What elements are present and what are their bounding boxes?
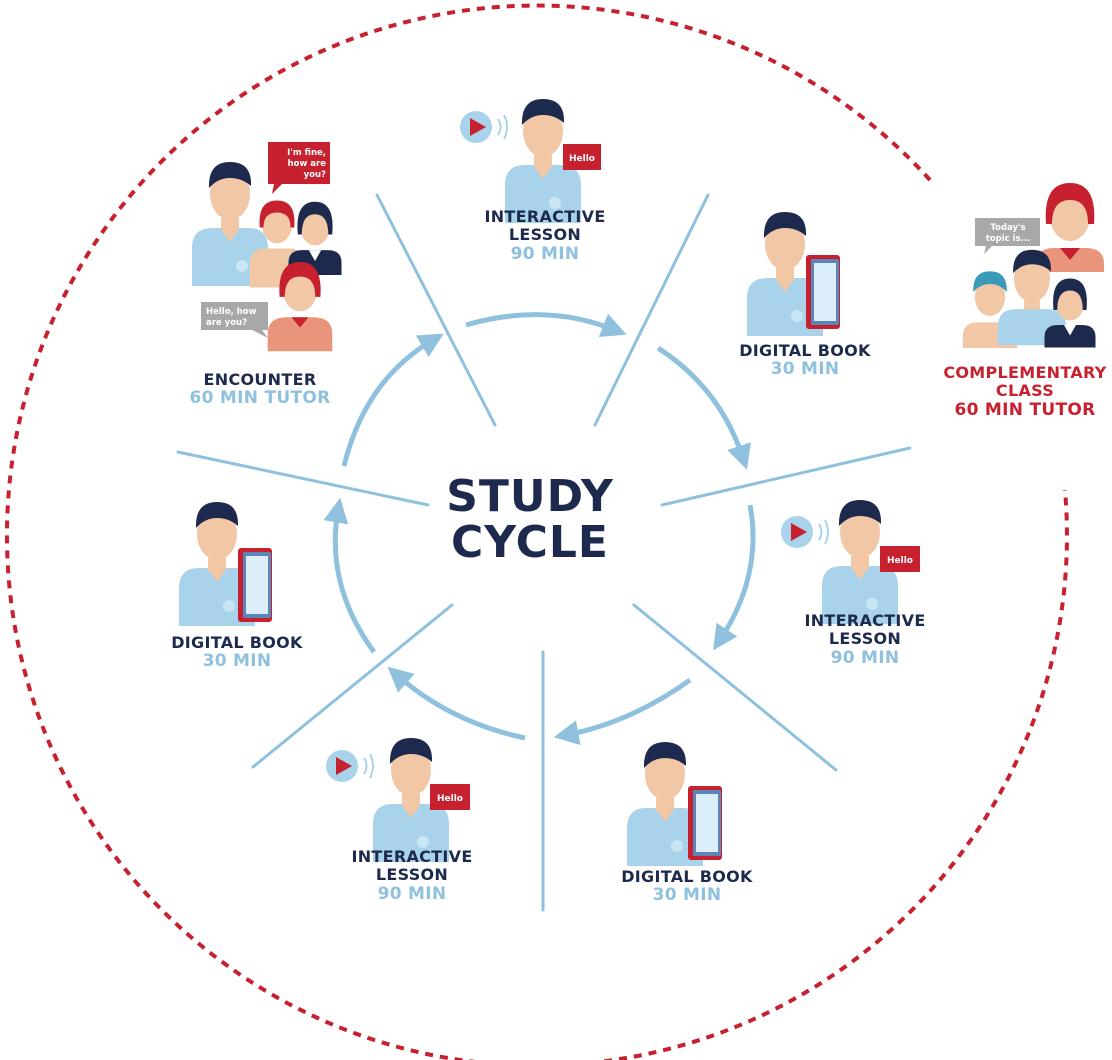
label-title: ENCOUNTER [203,370,317,389]
center-title: STUDY CYCLE [430,471,630,569]
bubble-text: Hello, how [206,307,257,317]
play-icon [780,515,829,549]
label-title: DIGITAL BOOK [739,341,871,360]
woman-figure [267,262,333,352]
play-icon [459,110,508,144]
digital-book-top-right-label: DIGITAL BOOK 30 MIN [720,341,890,380]
digital-book-left-illustration [179,502,272,626]
bubble-text: Hello [437,794,463,804]
label-title: LESSON [508,225,582,245]
speech-bubble [201,302,268,338]
bubble-text: are you? [206,318,247,328]
label-title: INTERACTIVE [484,207,606,226]
student-figure [1044,278,1096,348]
play-icon [325,749,374,783]
tablet-icon [806,255,840,329]
digital-book-bottom-illustration [627,742,722,866]
interactive-lesson-right-illustration: Hello [780,500,920,624]
woman-figure [288,201,342,276]
digital-book-left-label: DIGITAL BOOK 30 MIN [152,633,322,672]
student-figure [997,249,1067,346]
label-duration: 30 MIN [770,359,840,380]
speech-bubble [975,218,1040,254]
teacher-figure [1036,183,1104,272]
bubble-text: you? [304,170,326,180]
digital-book-bottom-label: DIGITAL BOOK 30 MIN [602,867,772,906]
separator-spokes [176,193,912,912]
label-duration: 60 MIN TUTOR [954,399,1096,420]
label-duration: 90 MIN [830,647,900,668]
label-title: DIGITAL BOOK [621,867,753,886]
label-title: COMPLEMENTARY [943,363,1107,382]
label-duration: 30 MIN [202,651,272,672]
interactive-lesson-bottom-left-label: INTERACTIVE LESSON 90 MIN [327,847,497,904]
center-title-line2: CYCLE [451,517,609,569]
digital-book-top-right-illustration [747,212,840,336]
label-title: LESSON [375,865,449,885]
label-title: INTERACTIVE [351,847,473,866]
tablet-icon [688,786,722,860]
speech-bubble [880,546,920,572]
complementary-class-illustration: Today's topic is... [962,183,1104,348]
encounter-illustration: I'm fine, how are you? Hello, how are yo… [192,142,342,352]
bubble-text: I'm fine, [287,148,326,158]
bubble-text: Hello [569,154,595,164]
bubble-text: topic is... [986,234,1031,244]
speech-bubble [563,144,601,170]
interactive-lesson-bottom-left-illustration: Hello [325,738,470,862]
cycle-arrows [323,312,756,745]
speech-bubble [268,142,330,194]
tablet-icon [238,548,272,622]
label-title: INTERACTIVE [804,611,926,630]
label-duration: 90 MIN [377,883,447,904]
center-title-line1: STUDY [446,471,614,522]
interactive-lesson-top-label: INTERACTIVE LESSON 90 MIN [460,207,630,264]
label-title: CLASS [995,381,1055,401]
label-title: DIGITAL BOOK [171,633,303,652]
label-duration: 30 MIN [652,885,722,906]
label-duration: 90 MIN [510,243,580,264]
label-duration: 60 MIN TUTOR [189,388,331,409]
bubble-text: how are [288,159,327,169]
interactive-lesson-top-illustration: Hello [459,99,601,223]
bubble-text: Hello [887,556,913,566]
label-title: LESSON [828,629,902,649]
complementary-class-label: COMPLEMENTARY CLASS 60 MIN TUTOR [940,363,1110,420]
encounter-label: ENCOUNTER 60 MIN TUTOR [175,370,345,409]
bubble-text: Today's [990,223,1025,233]
interactive-lesson-right-label: INTERACTIVE LESSON 90 MIN [780,611,950,668]
speech-bubble [430,784,470,810]
outer-dashed-arc [5,3,1069,1060]
